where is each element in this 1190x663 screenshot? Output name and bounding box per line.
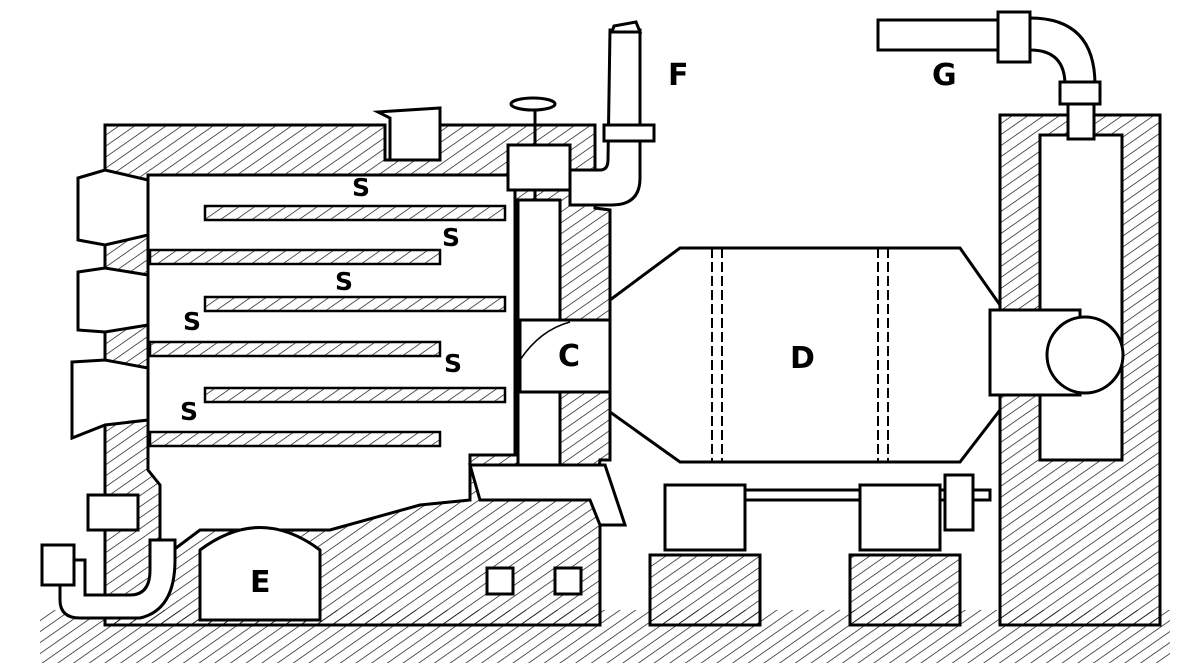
burner-valve: [40, 543, 76, 587]
baffle-3: [203, 295, 507, 313]
label-s-4: S: [183, 307, 201, 336]
chimney-chamber: [1038, 133, 1124, 462]
hopper-c: [518, 318, 617, 394]
pipe-g: [876, 18, 1007, 52]
support-right: [858, 483, 942, 552]
pipe-f: [568, 28, 642, 207]
label-s-1: S: [352, 173, 370, 202]
top-vent: [372, 106, 442, 162]
pier-left: [648, 553, 762, 627]
pipe-g-elbow: [1028, 16, 1097, 87]
burner-nozzle: [86, 493, 140, 532]
pipe-g-coupling: [996, 10, 1032, 64]
label-g: G: [932, 58, 957, 93]
rotary-drum-d: [608, 246, 1002, 464]
pulley: [943, 473, 975, 532]
ash-opening-1: [485, 566, 515, 596]
fire-door-2: [76, 266, 150, 334]
label-s-6: S: [180, 397, 198, 426]
pipe-f-top: [609, 20, 643, 34]
ash-opening-2: [553, 566, 583, 596]
grate-outlet: [468, 463, 628, 527]
baffle-1: [203, 204, 507, 222]
label-d: D: [790, 341, 815, 376]
label-s-5: S: [444, 349, 462, 378]
pier-right: [848, 553, 962, 627]
burner-pipe: [58, 538, 177, 620]
label-c: C: [558, 339, 580, 374]
arch-e: [198, 526, 322, 622]
baffle-6: [148, 430, 442, 448]
fire-door-1: [76, 168, 150, 247]
pipe-g-downleg: [1066, 102, 1096, 141]
label-e: E: [250, 565, 271, 600]
valve-handwheel: [509, 96, 557, 112]
drum-outlet-ring: [1045, 315, 1125, 395]
hopper-c-curve: [519, 321, 571, 361]
label-s-3: S: [335, 267, 353, 296]
label-s-2: S: [442, 223, 460, 252]
pipe-f-collar: [602, 123, 656, 143]
baffle-4: [148, 340, 442, 358]
pipe-g-collar: [1058, 80, 1102, 106]
fire-door-3: [70, 358, 150, 441]
furnace-chamber: [146, 173, 517, 563]
baffle-5: [203, 386, 507, 404]
baffle-2: [148, 248, 442, 266]
label-f: F: [668, 58, 689, 93]
valve-housing: [506, 143, 572, 192]
support-left: [663, 483, 747, 552]
